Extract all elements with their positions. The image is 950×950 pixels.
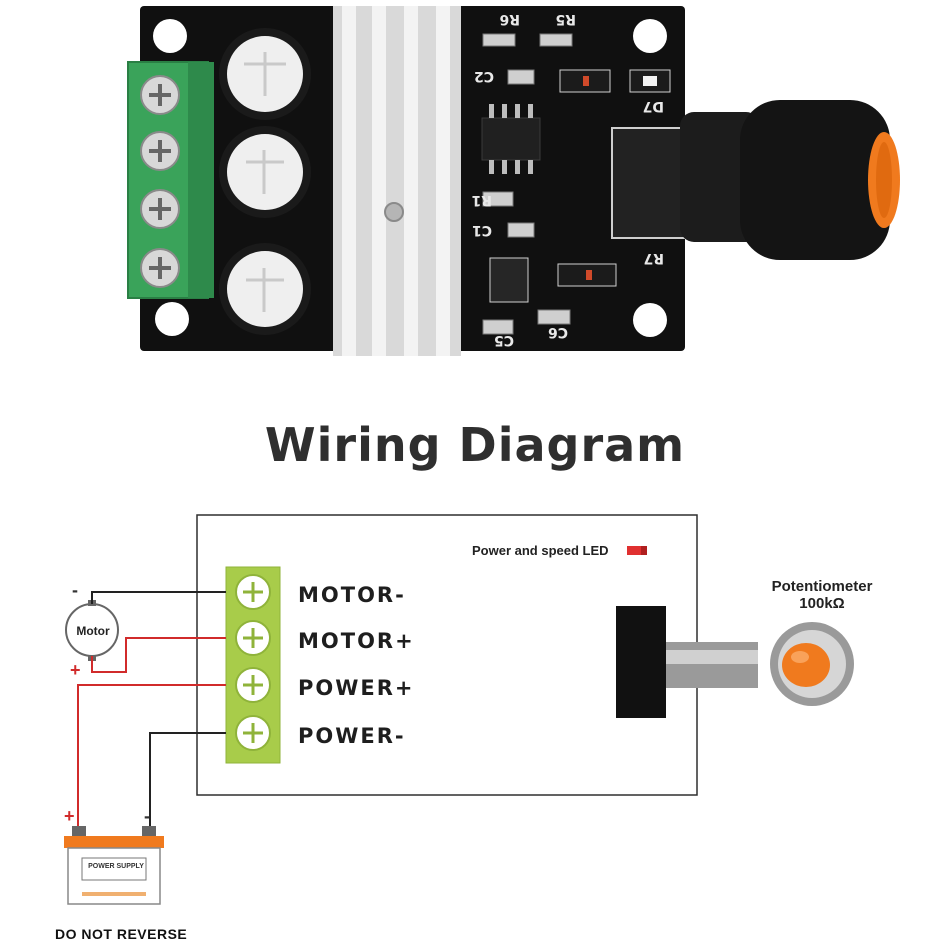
terminal-label-power-minus: POWER- — [298, 724, 406, 748]
mounting-hole — [155, 302, 189, 336]
page-title: Wiring Diagram — [264, 418, 686, 472]
led-label: Power and speed LED — [472, 543, 609, 558]
ic-chip — [481, 117, 541, 161]
silk-c1: C1 — [472, 222, 492, 238]
wire-motor-minus — [91, 591, 226, 604]
mounting-hole — [153, 19, 187, 53]
terminal-label-motor-minus: MOTOR- — [298, 583, 406, 607]
motor-plus-sign: + — [70, 660, 81, 680]
smd-components — [482, 33, 671, 335]
silk-r6: R6 — [499, 11, 520, 27]
wires — [77, 591, 226, 828]
terminal-label-power-plus: POWER+ — [298, 676, 415, 700]
diode-mark — [586, 270, 592, 280]
potentiometer-name: Potentiometer — [771, 578, 873, 595]
supply-plus-sign: + — [64, 806, 75, 826]
silk-c6: C6 — [548, 324, 568, 340]
mounting-hole — [633, 19, 667, 53]
power-supply — [64, 826, 164, 905]
diode-mark — [583, 76, 589, 86]
pwm-board-photo: R6 R5 C2 D7 C1 R1 R7 C5 C6 — [127, 6, 900, 356]
motor-minus-sign: - — [72, 580, 78, 600]
terminal-strip — [225, 566, 281, 764]
silk-r1: R1 — [471, 192, 492, 208]
supply-minus-sign: - — [144, 806, 150, 826]
power-speed-led — [627, 546, 647, 555]
wire-motor-plus — [91, 637, 226, 673]
potentiometer-label: Potentiometer 100kΩ — [742, 578, 902, 612]
potentiometer-photo — [611, 100, 900, 260]
terminal-screws — [140, 75, 180, 288]
terminal-label-motor-plus: MOTOR+ — [298, 629, 415, 653]
silk-r7: R7 — [643, 250, 664, 266]
aluminium-heatsink — [333, 6, 461, 356]
warning-text: DO NOT REVERSE — [55, 926, 188, 942]
silk-c2: C2 — [474, 68, 494, 84]
wiring-diagram — [64, 514, 854, 905]
wire-power-minus — [149, 732, 226, 828]
mounting-hole — [633, 303, 667, 337]
potentiometer-value: 100kΩ — [799, 595, 845, 612]
power-supply-label: POWER SUPPLY — [88, 863, 144, 870]
potentiometer-diagram — [616, 606, 854, 718]
silk-c5: C5 — [494, 332, 514, 348]
motor-label: Motor — [76, 624, 110, 638]
silk-d7: D7 — [643, 98, 664, 114]
silk-r5: R5 — [555, 11, 576, 27]
electrolytic-capacitors — [219, 28, 311, 335]
wire-power-plus — [77, 684, 226, 828]
led-d7 — [643, 76, 657, 86]
